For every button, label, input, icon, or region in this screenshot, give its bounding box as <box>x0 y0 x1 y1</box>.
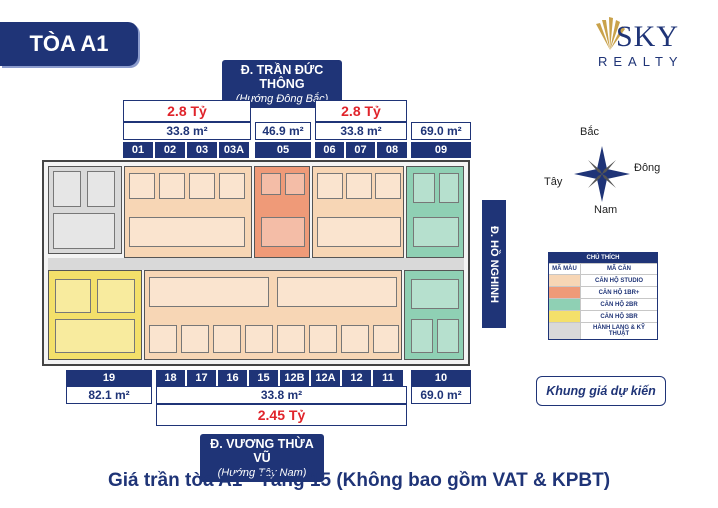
compass-north: Bắc <box>580 126 599 138</box>
legend-row: CĂN HỘ 3BR <box>549 310 657 322</box>
unit-label[interactable]: 12 <box>342 370 371 386</box>
top-street-name: Đ. TRẦN ĐỨC THÔNG <box>222 60 342 93</box>
unit-label[interactable]: 01 <box>123 142 153 158</box>
logo-fan-icon <box>596 17 625 50</box>
legend-row: CĂN HỘ 2BR <box>549 298 657 310</box>
unit-label[interactable]: 19 <box>66 370 152 386</box>
bottom-units: 18 17 16 15 12B 12A 12 11 <box>156 370 403 386</box>
right-street-label: Đ. HỒ NGHINH <box>482 200 506 328</box>
legend: CHÚ THÍCH MÃ MÀU MÃ CĂN CĂN HỘ STUDIO CĂ… <box>548 252 658 340</box>
top-right-area: 33.8 m² <box>315 122 407 140</box>
bottom-street-direction: (Hướng Tây Nam) <box>200 467 324 482</box>
compass: Bắc Đông Tây Nam <box>538 126 688 222</box>
compass-east: Đông <box>634 162 661 174</box>
compass-rose-icon <box>574 146 630 202</box>
logo-brand: SKY <box>616 20 680 53</box>
top-street-direction: (Hướng Đông Bắc) <box>222 93 342 108</box>
legend-swatch <box>549 311 581 322</box>
bottom-price: 2.45 Tỷ <box>156 404 407 426</box>
compass-south: Nam <box>594 204 618 216</box>
unit-label[interactable]: 05 <box>255 142 311 158</box>
unit-label[interactable]: 03A <box>219 142 249 158</box>
unit-05-area: 46.9 m² <box>255 122 311 140</box>
unit-19[interactable] <box>48 270 142 360</box>
legend-swatch <box>549 287 581 298</box>
unit-label[interactable]: 15 <box>249 370 278 386</box>
legend-swatch <box>549 323 581 339</box>
top-left-units: 01 02 03 03A <box>123 142 249 158</box>
unit-label[interactable]: 17 <box>187 370 216 386</box>
unit-label[interactable]: 08 <box>377 142 407 158</box>
unit-label[interactable]: 06 <box>315 142 344 158</box>
legend-title: CHÚ THÍCH <box>549 253 657 263</box>
unit-label[interactable]: 10 <box>411 370 471 386</box>
unit-label[interactable]: 16 <box>218 370 247 386</box>
top-right-price: 2.8 Tỷ <box>315 100 407 122</box>
bottom-street-label: Đ. VƯƠNG THỪA VŨ (Hướng Tây Nam) <box>200 434 324 482</box>
unit-19-area: 82.1 m² <box>66 386 152 404</box>
unit-label[interactable]: 09 <box>411 142 471 158</box>
legend-label: CĂN HỘ 1BR+ <box>598 289 640 296</box>
unit-10-area: 69.0 m² <box>411 386 471 404</box>
unit-09-area: 69.0 m² <box>411 122 471 140</box>
unit-label[interactable]: 12B <box>280 370 309 386</box>
stair-core <box>48 166 122 254</box>
unit-10[interactable] <box>404 270 464 360</box>
unit-09[interactable] <box>406 166 464 258</box>
unit-label[interactable]: 18 <box>156 370 185 386</box>
floor-plan <box>42 160 470 366</box>
bottom-street-name: Đ. VƯƠNG THỪA VŨ <box>200 434 324 467</box>
top-right-units: 06 07 08 <box>315 142 407 158</box>
logo-subtitle: REALTY <box>598 54 684 69</box>
page-footer-title: Giá trần tòa A1 - Tầng 15 (Không bao gồm… <box>107 470 611 491</box>
unit-label[interactable]: 12A <box>311 370 340 386</box>
legend-row: HÀNH LANG & KỸ THUẬT <box>549 322 657 339</box>
unit-05[interactable] <box>254 166 310 258</box>
top-left-price: 2.8 Tỷ <box>123 100 251 122</box>
legend-label: HÀNH LANG & KỸ THUẬT <box>593 325 645 337</box>
legend-swatch <box>549 275 581 286</box>
legend-header-row: MÃ MÀU MÃ CĂN <box>549 263 657 274</box>
estimate-price-button[interactable]: Khung giá dự kiến <box>536 376 666 406</box>
units-01-03a[interactable] <box>124 166 252 258</box>
units-06-08[interactable] <box>312 166 404 258</box>
unit-label[interactable]: 03 <box>187 142 217 158</box>
compass-west: Tây <box>544 176 563 188</box>
unit-label[interactable]: 02 <box>155 142 185 158</box>
unit-label[interactable]: 07 <box>346 142 375 158</box>
legend-swatch <box>549 299 581 310</box>
sky-realty-logo: SKY REALTY <box>590 10 710 70</box>
legend-col-type: MÃ CĂN <box>607 266 631 272</box>
corridor <box>48 258 464 270</box>
units-18-11[interactable] <box>144 270 402 360</box>
top-street-label: Đ. TRẦN ĐỨC THÔNG (Hướng Đông Bắc) <box>222 60 342 108</box>
bottom-area: 33.8 m² <box>156 386 407 404</box>
top-left-area: 33.8 m² <box>123 122 251 140</box>
legend-col-color: MÃ MÀU <box>549 264 581 274</box>
unit-label[interactable]: 11 <box>373 370 403 386</box>
legend-label: CĂN HỘ 2BR <box>600 301 638 308</box>
legend-label: CĂN HỘ STUDIO <box>595 277 643 284</box>
building-tag: TÒA A1 <box>0 22 138 66</box>
legend-row: CĂN HỘ STUDIO <box>549 274 657 286</box>
legend-label: CĂN HỘ 3BR <box>600 313 638 320</box>
legend-row: CĂN HỘ 1BR+ <box>549 286 657 298</box>
